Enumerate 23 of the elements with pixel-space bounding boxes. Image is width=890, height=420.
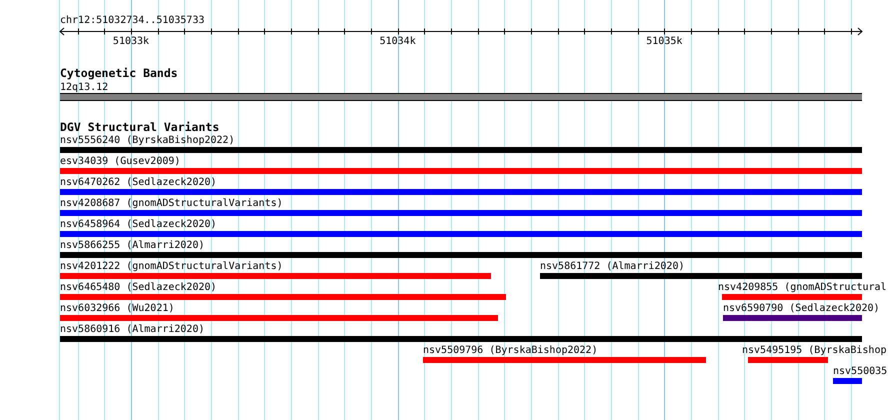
feature-label: nsv550035	[833, 366, 888, 377]
feature-label: nsv5495195 (ByrskaBishop	[742, 345, 886, 356]
feature-label: nsv4201222 (gnomADStructuralVariants)	[60, 261, 283, 272]
feature-label: nsv4209855 (gnomADStructural	[718, 282, 887, 293]
feature-label: nsv6458964 (Sedlazeck2020)	[60, 219, 217, 230]
feature-label: nsv6465480 (Sedlazeck2020)	[60, 282, 217, 293]
track-title: Cytogenetic Bands	[60, 67, 178, 79]
tick-label: 51035k	[646, 36, 682, 47]
feature-label: nsv5556240 (ByrskaBishop2022)	[60, 135, 235, 146]
feature-label: nsv6032966 (Wu2021)	[60, 303, 174, 314]
feature-label: nsv6470262 (Sedlazeck2020)	[60, 177, 217, 188]
track-title: DGV Structural Variants	[60, 121, 220, 133]
feature-label: nsv5866255 (Almarri2020)	[60, 240, 204, 251]
coordinate-range: chr12:51032734..51035733	[60, 15, 204, 26]
feature-label: nsv5860916 (Almarri2020)	[60, 324, 204, 335]
feature-label: nsv5861772 (Almarri2020)	[540, 261, 684, 272]
feature-label: esv34039 (Gusev2009)	[60, 156, 180, 167]
tick-label: 51033k	[112, 36, 150, 47]
tick-label: 51034k	[380, 36, 416, 47]
band-label: 12q13.12	[60, 82, 108, 93]
feature-label: nsv4208687 (gnomADStructuralVariants)	[60, 198, 283, 209]
feature-label: nsv6590790 (Sedlazeck2020)	[723, 303, 880, 314]
feature-label: nsv5509796 (ByrskaBishop2022)	[423, 345, 598, 356]
